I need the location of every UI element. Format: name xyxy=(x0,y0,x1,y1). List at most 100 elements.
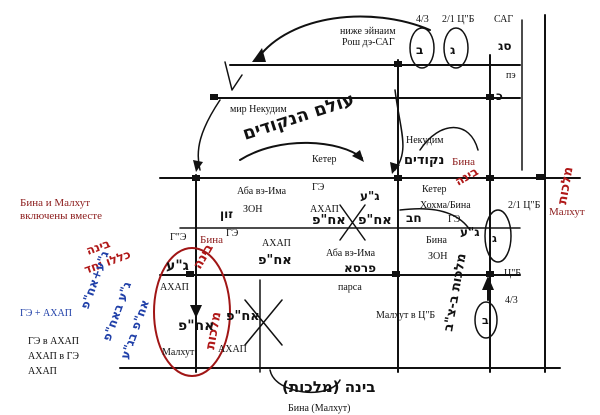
marker xyxy=(394,175,402,181)
left-descend-head xyxy=(193,160,203,172)
heb-malchut-right: מלכות xyxy=(555,166,576,206)
line-markers xyxy=(186,61,544,277)
label-bina-right: Бина xyxy=(426,235,447,246)
label-ge-achap-blue: ГЭ + АХАП xyxy=(20,308,72,319)
label-achap-mid2: АХАП xyxy=(262,238,291,249)
heb-nekudim: נקודים xyxy=(404,153,444,168)
right-mid-curve xyxy=(399,208,471,231)
label-achap-v-ge: АХАП в ГЭ xyxy=(28,351,79,362)
label-zon-right: ЗОН xyxy=(428,251,447,262)
cross-line-b xyxy=(244,299,283,346)
marker xyxy=(186,271,194,277)
top-curve-arrow-head xyxy=(252,48,266,62)
heb-malchut-b-cb: מלכות ב-צ"ב xyxy=(441,252,469,332)
label-nizhe-ainam: ниже эйнаим xyxy=(340,26,396,37)
marker xyxy=(486,94,494,100)
label-ge-top: ГЭ xyxy=(312,182,325,193)
label-malchut-right: Малхут xyxy=(549,206,585,218)
center-descend-head xyxy=(390,162,400,174)
label-achap-mid: АХАП xyxy=(310,204,339,215)
heb-circle-gimel: ג xyxy=(450,43,456,57)
heb-achap-mid: אח"פ xyxy=(258,253,292,268)
heb-ge-oval: ג"ע xyxy=(166,258,189,274)
label-frac-4-3-top: 4/3 xyxy=(416,14,429,25)
circle-4-3-top xyxy=(409,27,435,69)
left-descend-curve xyxy=(197,99,221,171)
label-rosh-de-sag: Рош дэ-САГ xyxy=(342,37,395,48)
heb-ge-center: ג"ע xyxy=(360,189,380,203)
check-arrow xyxy=(224,61,243,91)
label-nekudim: Некудим xyxy=(406,135,444,146)
labels-hebrew: עולם הנקודים נקודים בינה מלכות בינה מלכו… xyxy=(78,39,577,396)
label-malchut-circle: Малхут xyxy=(162,347,195,358)
heb-circle-right: ג xyxy=(492,232,497,245)
right-up-arrow-head xyxy=(482,276,494,290)
label-bina-malchut-bottom: Бина (Малхут) xyxy=(288,403,350,414)
horizontal-lines xyxy=(119,64,581,369)
bottom-bracket xyxy=(269,369,341,393)
circle-right-low xyxy=(474,301,498,339)
label-ge-mid: ГЭ xyxy=(226,228,239,239)
label-achap-bottom: АХАП xyxy=(218,344,247,355)
heb-circle-bet: ב xyxy=(416,43,423,57)
marker xyxy=(486,175,494,181)
label-achap-left: АХАП xyxy=(160,282,189,293)
label-sag: САГ xyxy=(494,14,513,25)
marker xyxy=(486,271,494,277)
label-ge-v-achap: ГЭ в АХАП xyxy=(28,336,79,347)
label-bina-upper-right: Бина xyxy=(452,156,475,168)
top-curve-arrow xyxy=(257,15,431,59)
label-frac-2-1-top: 2/1 Ц"Б xyxy=(442,14,475,25)
circle-2-1-top xyxy=(443,27,469,69)
left-down-arrow-head xyxy=(190,305,202,318)
label-aba-ve-ima-top: Аба вэ-Има xyxy=(237,186,287,197)
marker xyxy=(394,61,402,67)
marker xyxy=(536,174,544,180)
label-gimel-e: Г"Э xyxy=(170,232,187,243)
heb-ge-right: ג"ע xyxy=(460,225,480,239)
marker xyxy=(392,271,400,277)
label-zon-top: ЗОН xyxy=(243,204,262,215)
arrows xyxy=(190,15,494,393)
red-oval xyxy=(153,247,231,377)
label-pe: пэ xyxy=(506,70,516,81)
label-bina-left: Бина xyxy=(200,234,223,246)
nekudim-loop xyxy=(419,126,479,151)
keter-curve xyxy=(239,141,363,161)
label-bina-malchut: Бина и Малхут xyxy=(20,197,90,209)
label-keter-left: Кетер xyxy=(312,154,337,165)
label-aba-ve-ima-mid: Аба вэ-Има xyxy=(326,248,376,259)
heb-parsa: פרסא xyxy=(344,261,376,275)
label-cb-right: Ц"Б xyxy=(504,268,521,279)
marker xyxy=(210,94,218,100)
label-ge-right: ГЭ xyxy=(448,214,461,225)
heb-sag: סג xyxy=(498,39,512,53)
circles xyxy=(409,27,512,339)
label-chochma-bina: Хохма/Бина xyxy=(420,200,471,211)
heb-bina-left: בינה xyxy=(190,241,216,272)
center-descend-curve xyxy=(394,89,404,171)
heb-malchut-left: מלכות xyxy=(203,311,224,351)
heb-zon: זון xyxy=(220,207,233,221)
heb-achap-mid2: אח"פ xyxy=(312,213,346,228)
labels-russian: ниже эйнаим Рош дэ-САГ 4/3 2/1 Ц"Б САГ п… xyxy=(20,14,585,414)
keter-curve-head xyxy=(352,150,364,162)
circle-right-mid xyxy=(484,209,512,263)
cross-line-d xyxy=(339,204,366,241)
heb-achap-center: אח"פ xyxy=(358,213,392,228)
label-frac-2-1-right: 2/1 Ц"Б xyxy=(508,200,541,211)
heb-bina-malchut-bottom: בינה (מלכות) xyxy=(282,378,375,396)
label-malchut-in-cb: Малхут в Ц"Б xyxy=(376,310,435,321)
label-mir-nekudim: мир Некудим xyxy=(230,104,287,115)
label-included-together: включены вместе xyxy=(20,210,102,222)
label-achap-bottom-left: АХАП xyxy=(28,366,57,377)
label-frac-4-3-right: 4/3 xyxy=(505,295,518,306)
heb-circle-right-low: ב xyxy=(482,314,489,327)
heb-achap-lower: אח"פ xyxy=(226,309,260,324)
heb-keter: כ xyxy=(496,89,503,103)
label-keter-right: Кетер xyxy=(422,184,447,195)
heb-chochma: חב xyxy=(406,211,422,225)
heb-achap-oval: אח"פ xyxy=(178,318,214,334)
